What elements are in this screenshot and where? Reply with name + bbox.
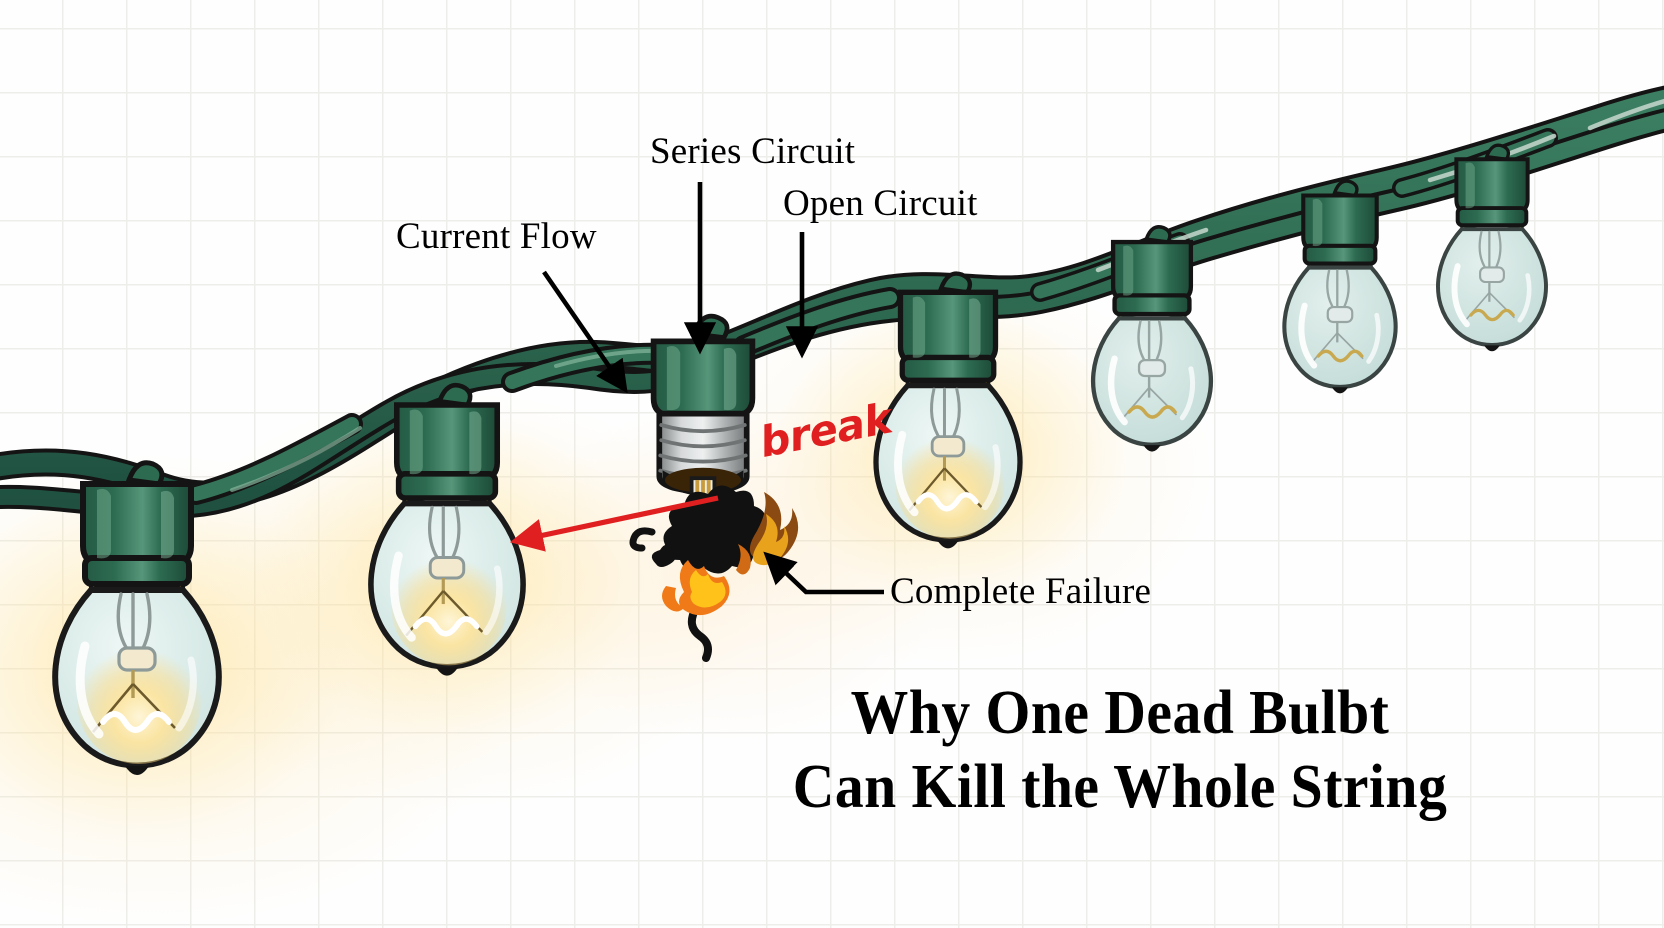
label-current-flow: Current Flow: [396, 216, 597, 257]
burn-mark-fire: [629, 485, 799, 662]
label-complete-failure: Complete Failure: [890, 571, 1152, 612]
bulb-5: [1090, 224, 1214, 452]
current-direction-arrow: [509, 495, 719, 552]
complete-failure-arrow: [763, 551, 884, 595]
bulb-1: [52, 460, 222, 775]
bulb-4: [873, 271, 1023, 549]
bulb-6: [1282, 179, 1398, 394]
headline-line-1: Why One Dead Bulbt: [850, 679, 1390, 747]
headline-title: Why One Dead Bulbt Can Kill the Whole St…: [729, 676, 1510, 824]
headline-line-2: Can Kill the Whole String: [792, 753, 1448, 821]
bulb-2: [368, 382, 526, 676]
bulb-7: [1436, 143, 1548, 352]
current-flow-arrow: [542, 270, 628, 394]
label-open-circuit: Open Circuit: [783, 183, 978, 224]
label-series-circuit: Series Circuit: [650, 131, 856, 172]
annotation-arrows: [509, 182, 884, 595]
